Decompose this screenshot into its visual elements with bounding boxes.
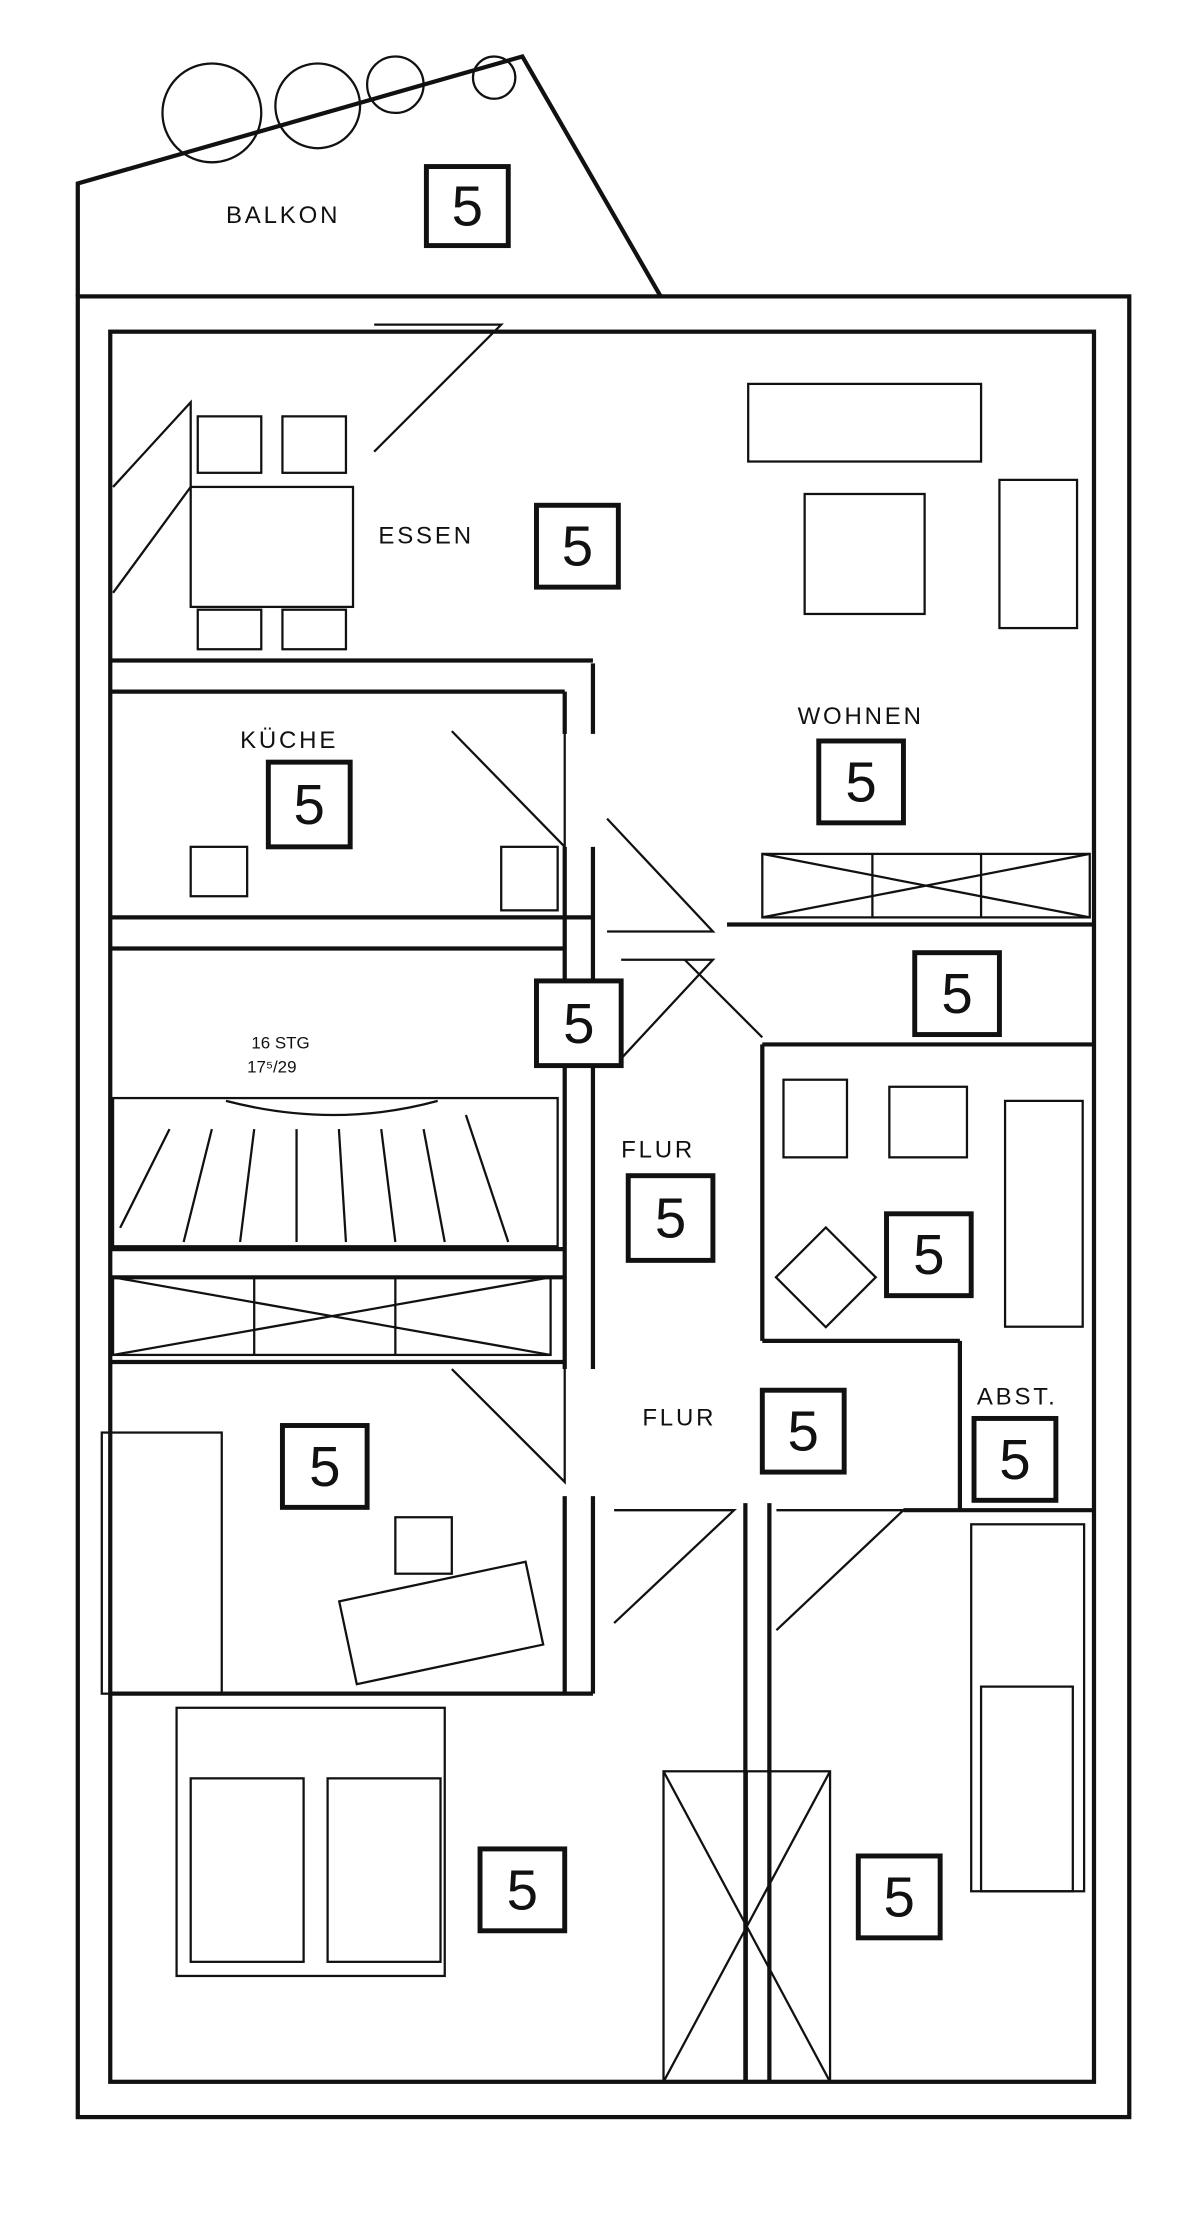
room-code-landing: 5: [534, 978, 624, 1069]
svg-text:5: 5: [507, 1858, 538, 1921]
svg-text:5: 5: [999, 1428, 1030, 1491]
svg-text:5: 5: [884, 1865, 915, 1928]
room-code-bedroom: 5: [477, 1846, 568, 1934]
room-label-wohnen: WOHNEN: [798, 703, 924, 730]
staircase: [111, 1096, 559, 1248]
balcony-outline: [75, 53, 663, 298]
svg-text:5: 5: [788, 1400, 819, 1463]
outer-walls: [75, 294, 1132, 2120]
room-code-abst: 5: [971, 1415, 1059, 1503]
room-code-flur: 5: [625, 1173, 716, 1263]
svg-text:5: 5: [845, 750, 876, 813]
svg-text:5: 5: [309, 1435, 340, 1498]
room-code-wohnen: 5: [816, 738, 906, 826]
svg-text:5: 5: [941, 962, 972, 1025]
room-label-flur: FLUR: [621, 1136, 695, 1163]
stair-label-steps: 16 STG: [251, 1034, 309, 1053]
svg-text:5: 5: [563, 992, 594, 1055]
room-code-essen: 5: [534, 502, 621, 590]
room-code-balkon: 5: [423, 164, 511, 249]
svg-text:5: 5: [655, 1187, 686, 1250]
svg-text:5: 5: [913, 1223, 944, 1286]
room-label-flur-2: FLUR: [642, 1405, 716, 1432]
stair-label-dimensions: 17⁵/29: [247, 1058, 296, 1077]
room-code-flur-2: 5: [759, 1387, 847, 1475]
room-code-room-right: 5: [855, 1853, 943, 1941]
svg-text:5: 5: [452, 175, 483, 238]
room-label-balkon: BALKON: [226, 202, 340, 229]
room-label-kueche: KÜCHE: [240, 727, 338, 754]
room-label-abst: ABST.: [977, 1383, 1058, 1410]
interior-walls: [110, 658, 1094, 2082]
room-code-bath: 5: [884, 1211, 974, 1299]
furniture: [100, 382, 1091, 2083]
room-code-wc: 5: [912, 950, 1002, 1038]
svg-text:5: 5: [562, 515, 593, 578]
door-swings: [373, 323, 907, 1631]
room-code-study: 5: [279, 1423, 370, 1510]
room-label-essen: ESSEN: [378, 522, 473, 549]
svg-text:5: 5: [294, 773, 325, 836]
room-code-kueche: 5: [265, 759, 353, 850]
